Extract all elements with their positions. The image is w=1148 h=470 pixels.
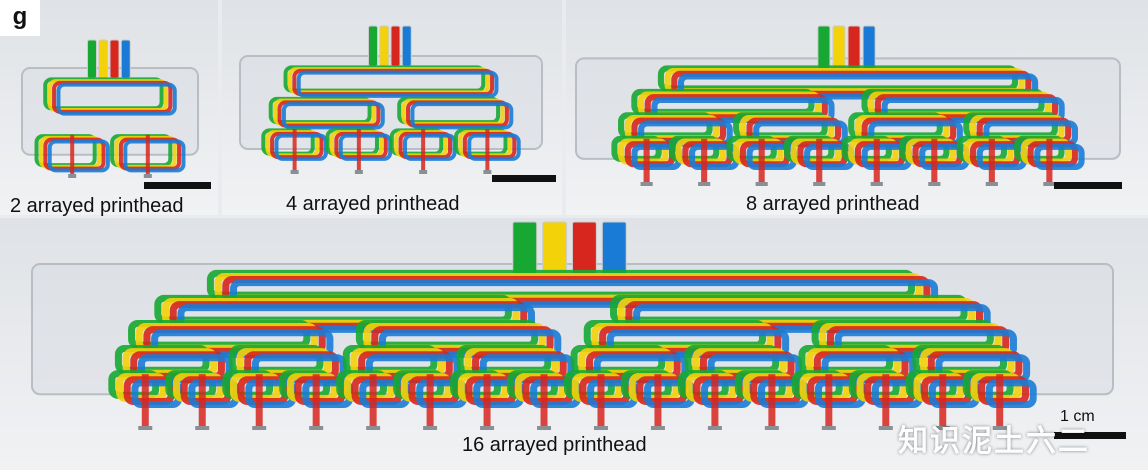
caption-16-printhead: 16 arrayed printhead <box>462 434 647 456</box>
printhead-4-illustration <box>239 25 543 174</box>
caption-2-printhead: 2 arrayed printhead <box>10 195 184 217</box>
scale-bar-label: 1 cm <box>1060 408 1095 425</box>
scale-bar <box>144 182 211 189</box>
scale-bar <box>1054 182 1122 189</box>
scale-bar <box>492 175 556 182</box>
printhead-2-illustration <box>21 39 199 178</box>
watermark-logo: 知识泥土六二 <box>898 425 1090 458</box>
scale-bar <box>1054 432 1126 439</box>
printhead-8-illustration <box>575 25 1121 186</box>
caption-8-printhead: 8 arrayed printhead <box>746 193 920 215</box>
figure-letter: g <box>0 0 40 36</box>
printhead-16-illustration <box>31 221 1114 430</box>
caption-4-printhead: 4 arrayed printhead <box>286 193 460 215</box>
